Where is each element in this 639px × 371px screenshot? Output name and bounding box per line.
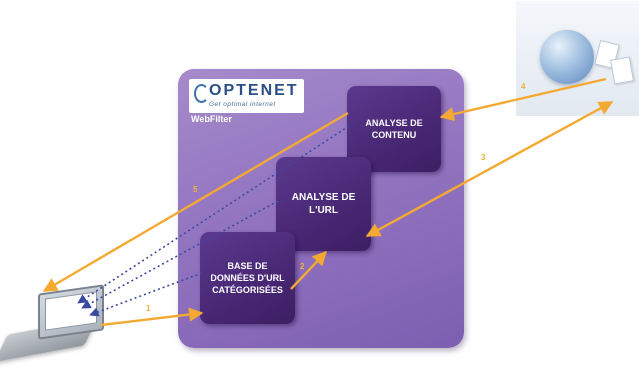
url-analysis-line1: ANALYSE DE <box>291 192 356 203</box>
dotted-arrow-url <box>81 200 279 309</box>
dotted-arrow-content <box>77 125 350 304</box>
url-database-box: BASE DE DONNÉES D'URL CATÉGORISÉES <box>200 232 295 324</box>
product-name: WebFilter <box>191 114 232 124</box>
step-label-3: 3 <box>481 153 486 162</box>
arrow-5 <box>42 111 349 293</box>
step-label-2: 2 <box>300 262 305 271</box>
logo-name: OPTENET <box>209 82 299 99</box>
url-analysis-line2: L'URL <box>308 205 339 216</box>
arrow-3 <box>365 100 614 238</box>
arrow-4 <box>439 77 607 122</box>
globe-icon <box>540 30 594 84</box>
step-label-1: 1 <box>146 304 151 313</box>
url-database-line2: DONNÉES D'URL <box>210 273 285 283</box>
arrow-2 <box>290 250 327 290</box>
step-label-5: 5 <box>193 185 198 194</box>
optenet-logo-mark-icon <box>194 84 209 103</box>
step-label-4: 4 <box>521 82 526 91</box>
url-database-line3: CATÉGORISÉES <box>212 285 283 295</box>
optenet-logo: OPTENET Get optimal internet <box>189 79 304 113</box>
logo-tagline: Get optimal internet <box>209 101 276 108</box>
url-database-line1: BASE DE <box>227 261 268 271</box>
arrow-1 <box>100 307 204 327</box>
